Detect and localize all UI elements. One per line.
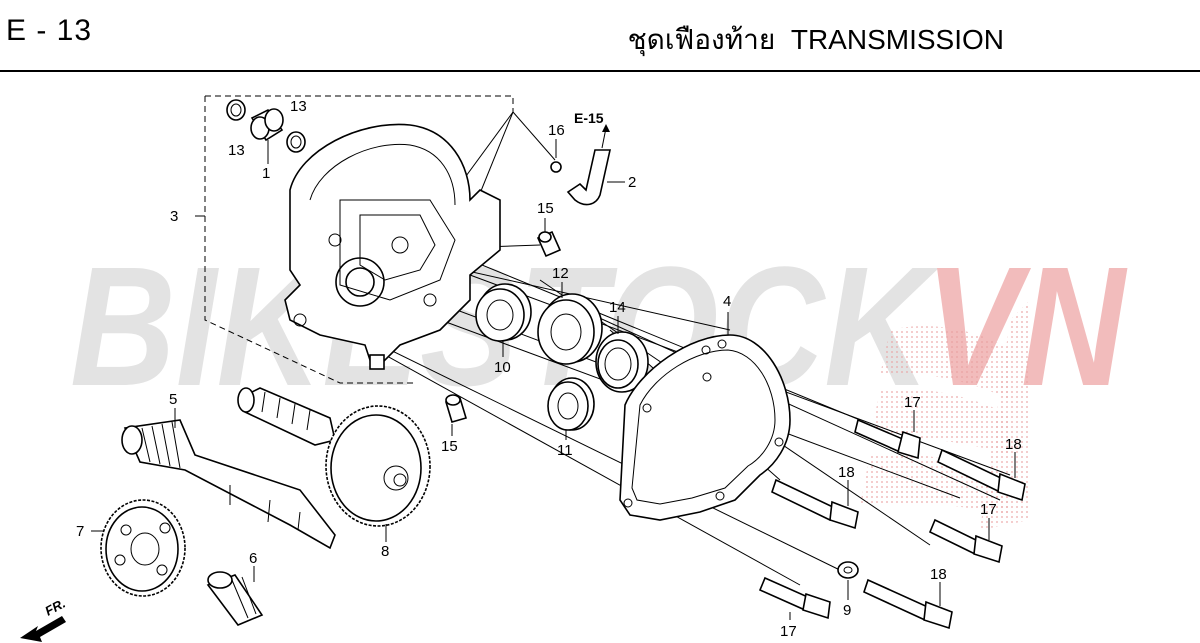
collar-1: [250, 108, 284, 142]
parts-diagram: BIKESTOCK VN: [20, 95, 1128, 642]
callout-17-right: 17: [980, 501, 997, 518]
svg-text:FR.: FR.: [42, 596, 68, 619]
callout-18-upper: 18: [1005, 436, 1022, 453]
reference-label-e15: E-15: [574, 110, 604, 126]
page-title-thai: ชุดเฟืองท้าย: [627, 24, 776, 55]
dowel-pin-15-upper: [536, 230, 562, 258]
callout-17-lower: 17: [780, 623, 797, 640]
dowel-pin-15-lower: [445, 394, 467, 423]
oil-seal-13-upper: [226, 99, 246, 121]
final-gear-7: [100, 499, 186, 597]
callout-18-middle: 18: [838, 464, 855, 481]
oil-seal-14: [595, 331, 649, 393]
washer-9: [837, 561, 859, 579]
pinion-6: [206, 571, 264, 626]
front-direction-arrow-icon: FR.: [20, 596, 68, 642]
page-code: E - 13: [6, 14, 93, 47]
oil-seal-13-lower: [286, 131, 306, 153]
callout-10: 10: [494, 359, 511, 376]
callout-14: 14: [609, 299, 626, 316]
callout-11: 11: [557, 442, 573, 459]
callout-18-lower: 18: [930, 566, 947, 583]
page-header: E - 13 ชุดเฟืองท้าย TRANSMISSION: [0, 0, 1200, 72]
flange-bolt-17-upper: [854, 418, 921, 460]
counter-shaft-8: [237, 387, 431, 527]
direction-label: FR.: [42, 596, 68, 619]
flange-bolt-17-lower: [758, 576, 831, 620]
breather-tube-2: [566, 149, 611, 206]
callout-2: 2: [628, 174, 636, 191]
callout-17-upper: 17: [904, 394, 921, 411]
callout-4: 4: [723, 293, 731, 310]
callout-leaders: [91, 139, 1016, 620]
ref-arrow-e15: [601, 124, 610, 149]
bearing-12: [537, 293, 603, 365]
bearing-10: [475, 283, 532, 342]
bearing-11: [547, 377, 595, 431]
callout-15-lower: 15: [441, 438, 458, 455]
transmission-case: [284, 123, 501, 370]
clip-16: [550, 161, 562, 173]
page-title: ชุดเฟืองท้าย TRANSMISSION: [628, 18, 1004, 62]
flange-bolt-17-right: [928, 518, 1003, 564]
drive-shaft-5: [121, 419, 336, 550]
callout-6: 6: [249, 550, 257, 567]
callout-labels: 13 1 13 3 16 2 15 12 14 4 10 5 15 11 17 …: [76, 98, 1022, 640]
callout-8: 8: [381, 543, 389, 560]
flange-bolt-18-middle: [771, 478, 859, 530]
flange-bolt-18-lower: [863, 578, 953, 630]
header-rule: [0, 70, 1200, 72]
callout-5: 5: [169, 391, 177, 408]
callout-3: 3: [170, 208, 178, 225]
flange-bolt-18-upper: [937, 448, 1026, 502]
callout-1: 1: [262, 165, 270, 182]
callout-13-right: 13: [290, 98, 307, 115]
callout-9: 9: [843, 602, 851, 619]
callout-12: 12: [552, 265, 569, 282]
callout-15-upper: 15: [537, 200, 554, 217]
gasket-4: [619, 334, 791, 521]
page-title-english: TRANSMISSION: [790, 24, 1004, 55]
callout-16: 16: [548, 122, 565, 139]
callout-7: 7: [76, 523, 84, 540]
callout-13-left: 13: [228, 142, 245, 159]
assembly-box-3: [195, 95, 514, 384]
